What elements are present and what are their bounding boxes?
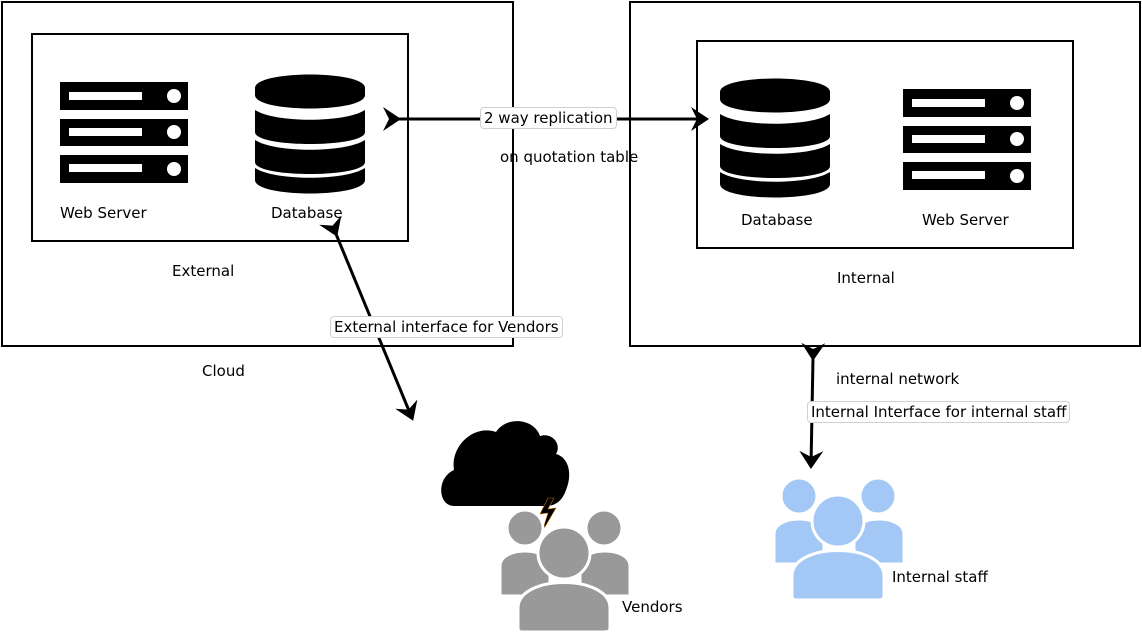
external-inner-box <box>31 33 409 242</box>
internal-database-label: Database <box>741 211 813 229</box>
internal-web-server-label: Web Server <box>922 211 1009 229</box>
external-cloud-box <box>1 1 514 347</box>
internal-inner-box <box>696 40 1074 249</box>
vendors-group-icon <box>500 508 630 632</box>
vendor-interface-label: External interface for Vendors <box>330 316 563 338</box>
internal-network-note: internal network <box>836 370 960 388</box>
external-zone-label: External <box>172 262 235 280</box>
web-server-icon <box>60 82 188 183</box>
web-server-icon <box>903 89 1031 190</box>
replication-label: 2 way replication <box>480 107 617 129</box>
internal-interface-label: Internal Interface for internal staff <box>807 401 1071 423</box>
database-icon <box>255 74 365 194</box>
cloud-label: Cloud <box>202 362 245 380</box>
external-database-label: Database <box>271 204 343 222</box>
internal-outer-box <box>629 1 1141 347</box>
internal-zone-label: Internal <box>837 269 895 287</box>
storm-cloud-icon <box>441 421 570 533</box>
internal-staff-group-icon <box>774 476 904 600</box>
database-icon <box>720 78 830 198</box>
vendors-label: Vendors <box>622 598 683 616</box>
replication-note: on quotation table <box>500 148 639 166</box>
external-web-server-label: Web Server <box>60 204 147 222</box>
internal-staff-label: Internal staff <box>892 568 988 586</box>
